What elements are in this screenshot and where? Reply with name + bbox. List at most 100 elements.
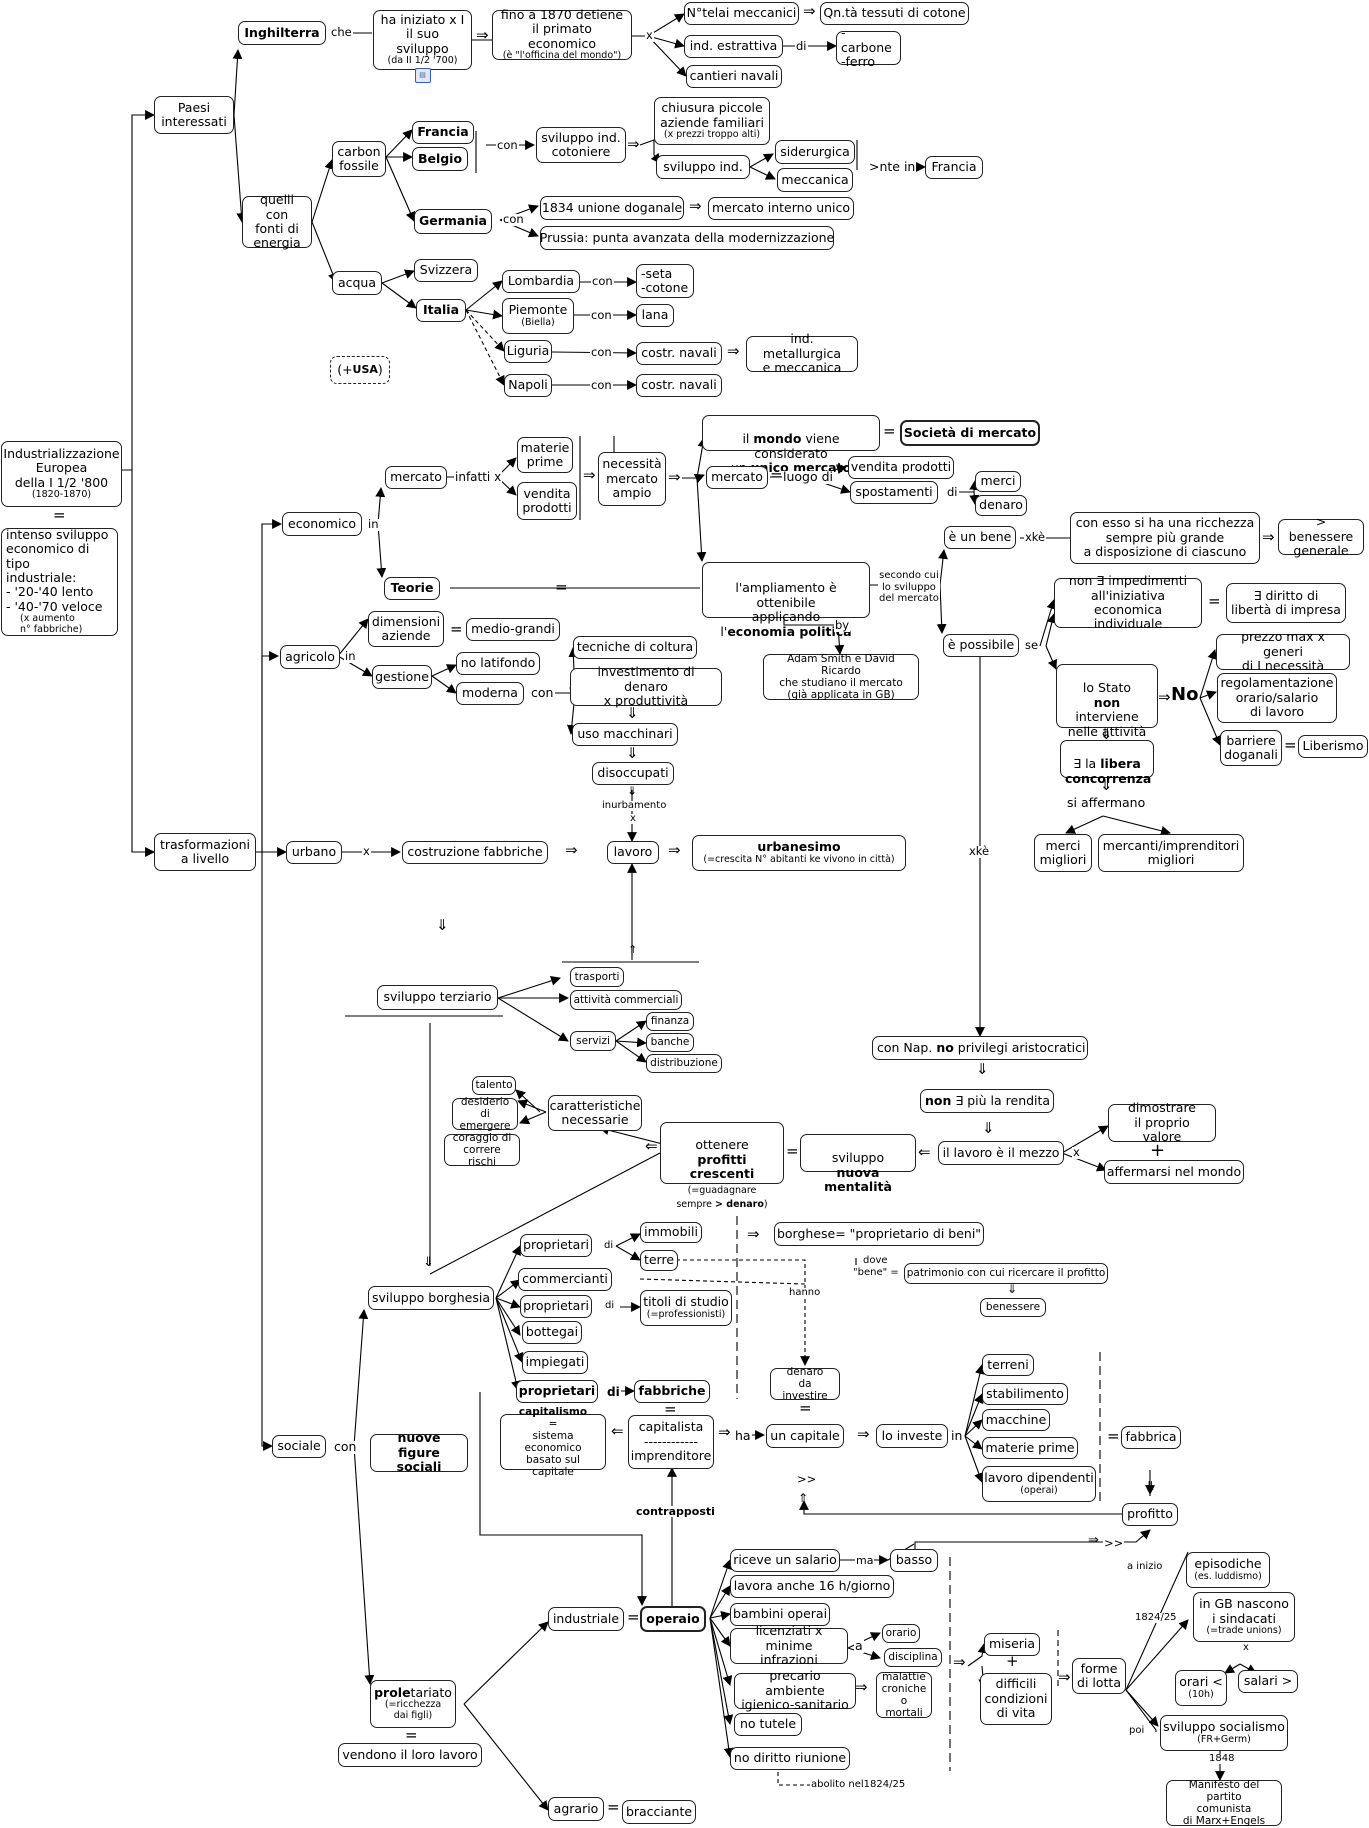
teorie-node[interactable]: Teorie <box>384 577 440 600</box>
manifesto-node[interactable]: Manifesto del partito comunista di Marx+… <box>1166 1779 1282 1827</box>
ind-metal-node[interactable]: ind. metallurgica e meccanica <box>746 332 858 375</box>
lana-node[interactable]: lana <box>636 304 674 327</box>
costr1-node[interactable]: costr. navali <box>636 342 722 365</box>
attivita-node[interactable]: attività commerciali <box>570 990 682 1010</box>
impiegati-node[interactable]: impiegati <box>522 1351 588 1374</box>
affermarsi-node[interactable]: affermarsi nel mondo <box>1104 1160 1244 1184</box>
usa-node[interactable]: (+USA) <box>330 356 390 384</box>
merci-node[interactable]: merci <box>975 471 1021 492</box>
fabbrica-node[interactable]: fabbrica <box>1121 1426 1181 1449</box>
desiderio-node[interactable]: desiderio di emergere <box>452 1096 518 1132</box>
benessere-node[interactable]: benessere <box>980 1298 1046 1317</box>
prussia-node[interactable]: Prussia: punta avanzata della modernizza… <box>540 226 834 250</box>
italia-node[interactable]: Italia <box>416 299 466 322</box>
seta-node[interactable]: -seta -cotone <box>636 264 694 298</box>
materie-node[interactable]: materie prime <box>517 437 573 473</box>
ampliamento-node[interactable]: l'ampliamento è ottenibile applicando l'… <box>702 562 870 638</box>
borghesia-node[interactable]: sviluppo borghesia <box>368 1286 494 1310</box>
proprietari1-node[interactable]: proprietari <box>520 1234 592 1257</box>
titoli-node[interactable]: titoli di studio (=professionisti) <box>640 1290 732 1326</box>
finanza-node[interactable]: finanza <box>646 1012 694 1031</box>
riunione-node[interactable]: no diritto riunione <box>730 1747 850 1770</box>
trasporti-node[interactable]: trasporti <box>570 967 624 987</box>
mondo-node[interactable]: il mondo viene considerato un unico merc… <box>702 415 880 475</box>
mezzo-node[interactable]: il lavoro è il mezzo <box>938 1141 1064 1165</box>
liguria-node[interactable]: Liguria <box>504 340 552 363</box>
napoleone-node[interactable]: con Nap. no privilegi aristocratici <box>872 1036 1088 1060</box>
terreni-node[interactable]: terreni <box>982 1354 1034 1376</box>
industriale-node[interactable]: industriale <box>548 1607 624 1631</box>
vendono-node[interactable]: vendono il loro lavoro <box>338 1743 482 1767</box>
immobili-node[interactable]: immobili <box>640 1222 702 1243</box>
capitalista-node[interactable]: capitalista ------------ imprenditore <box>628 1415 714 1469</box>
societa-node[interactable]: Società di mercato <box>900 420 1040 446</box>
mercato2-node[interactable]: mercato <box>706 466 768 489</box>
salari-node[interactable]: salari > <box>1238 1670 1298 1693</box>
cantieri-node[interactable]: cantieri navali <box>686 65 782 88</box>
prezzo-node[interactable]: prezzo max x generi di I necessità <box>1216 630 1350 673</box>
stato-node[interactable]: lo Stato non interviene nelle attività e… <box>1056 664 1158 753</box>
regolamentazione-node[interactable]: regolamentazione orario/salario di lavor… <box>1217 673 1337 723</box>
profitti-node[interactable]: ottenere profitti crescenti(=guadagnare … <box>660 1122 784 1210</box>
servizi-node[interactable]: servizi <box>570 1031 616 1051</box>
francia2-node[interactable]: Francia <box>925 156 983 179</box>
adam-node[interactable]: Adam Smith e David Ricardo che studiano … <box>763 653 919 701</box>
economico-node[interactable]: economico <box>282 512 362 536</box>
svil-cot-node[interactable]: sviluppo ind. cotoniere <box>536 127 626 163</box>
chiusura-node[interactable]: chiusura piccole aziende familiari (x pr… <box>654 97 770 145</box>
disoccupati-node[interactable]: disoccupati <box>592 762 674 785</box>
carbone-ferro-node[interactable]: -carbone -ferro <box>836 26 901 69</box>
borghese-node[interactable]: borghese= "proprietario di beni" <box>774 1222 984 1246</box>
mercato-node[interactable]: mercato <box>385 466 447 489</box>
paesi-node[interactable]: Paesi interessati <box>154 96 234 134</box>
barriere-node[interactable]: barriere doganali <box>1220 730 1282 766</box>
unione-node[interactable]: 1834 unione doganale <box>540 196 684 220</box>
socialismo-node[interactable]: sviluppo socialismo (FR+Germ) <box>1160 1715 1288 1751</box>
inghilterra-node[interactable]: Inghilterra <box>238 21 326 45</box>
trasf-node[interactable]: trasformazioni a livello <box>154 833 256 871</box>
root-node[interactable]: Industrializzazione Europea della I 1/2 … <box>1 441 122 507</box>
proprietari2-node[interactable]: proprietari <box>520 1295 592 1318</box>
spostamenti-node[interactable]: spostamenti <box>850 481 938 504</box>
uso-node[interactable]: uso macchinari <box>572 723 678 746</box>
profitto-node[interactable]: profitto <box>1122 1503 1178 1526</box>
miseria-node[interactable]: miseria <box>984 1633 1040 1656</box>
merci-migl-node[interactable]: merci migliori <box>1034 834 1092 872</box>
orario-node[interactable]: orario <box>882 1624 920 1643</box>
coraggio-node[interactable]: coraggio di correre rischi <box>444 1132 520 1168</box>
agrario-node[interactable]: agrario <box>548 1797 604 1821</box>
svizzera-node[interactable]: Svizzera <box>414 259 478 282</box>
denaro-node[interactable]: denaro <box>975 495 1027 516</box>
meccanica-node[interactable]: meccanica <box>777 168 853 192</box>
terre-node[interactable]: terre <box>640 1250 678 1271</box>
quelli-node[interactable]: quelli con fonti di energia <box>242 193 312 250</box>
capitale-node[interactable]: un capitale <box>766 1424 844 1448</box>
germania-node[interactable]: Germania <box>414 209 492 234</box>
episodiche-node[interactable]: episodiche (es. luddismo) <box>1186 1552 1270 1588</box>
nuove-node[interactable]: nuove figure sociali <box>370 1431 468 1474</box>
materie2-node[interactable]: materie prime <box>982 1437 1078 1459</box>
no-latif-node[interactable]: no latifondo <box>456 652 540 675</box>
tutele-node[interactable]: no tutele <box>734 1713 802 1736</box>
distribuzione-node[interactable]: distribuzione <box>646 1054 722 1073</box>
dimostrare-node[interactable]: dimostrare il proprio valore <box>1108 1101 1216 1144</box>
ha-iniziato-node[interactable]: ha iniziato x I il suo sviluppo (da II 1… <box>373 10 472 84</box>
urbanesimo-node[interactable]: urbanesimo (=crescita N° abitanti ke viv… <box>692 835 906 871</box>
tecniche-node[interactable]: tecniche di coltura <box>573 636 697 659</box>
napoli-node[interactable]: Napoli <box>504 374 552 397</box>
malattie-node[interactable]: malattie croniche o mortali <box>876 1671 932 1719</box>
precario-node[interactable]: precario ambiente igienico-sanitario <box>734 1669 856 1712</box>
lavoro-dip-node[interactable]: lavoro dipendenti (operai) <box>982 1466 1096 1502</box>
acqua-node[interactable]: acqua <box>332 271 382 295</box>
costr2-node[interactable]: costr. navali <box>636 374 722 397</box>
condizioni-node[interactable]: difficili condizioni di vita <box>980 1673 1052 1725</box>
disciplina-node[interactable]: disciplina <box>884 1648 942 1667</box>
fabbriche-node[interactable]: fabbriche <box>634 1380 710 1403</box>
piemonte-node[interactable]: Piemonte (Biella) <box>502 298 574 334</box>
banche-node[interactable]: banche <box>646 1033 694 1052</box>
talento-node[interactable]: talento <box>472 1076 516 1095</box>
patrimonio-node[interactable]: patrimonio con cui ricercare il profitto <box>904 1263 1108 1284</box>
capitalismo-node[interactable]: capitalismo = sistema economico basato s… <box>500 1406 606 1478</box>
qnta-node[interactable]: Qn.tà tessuti di cotone <box>820 2 969 25</box>
francia-node[interactable]: Francia <box>412 121 474 144</box>
